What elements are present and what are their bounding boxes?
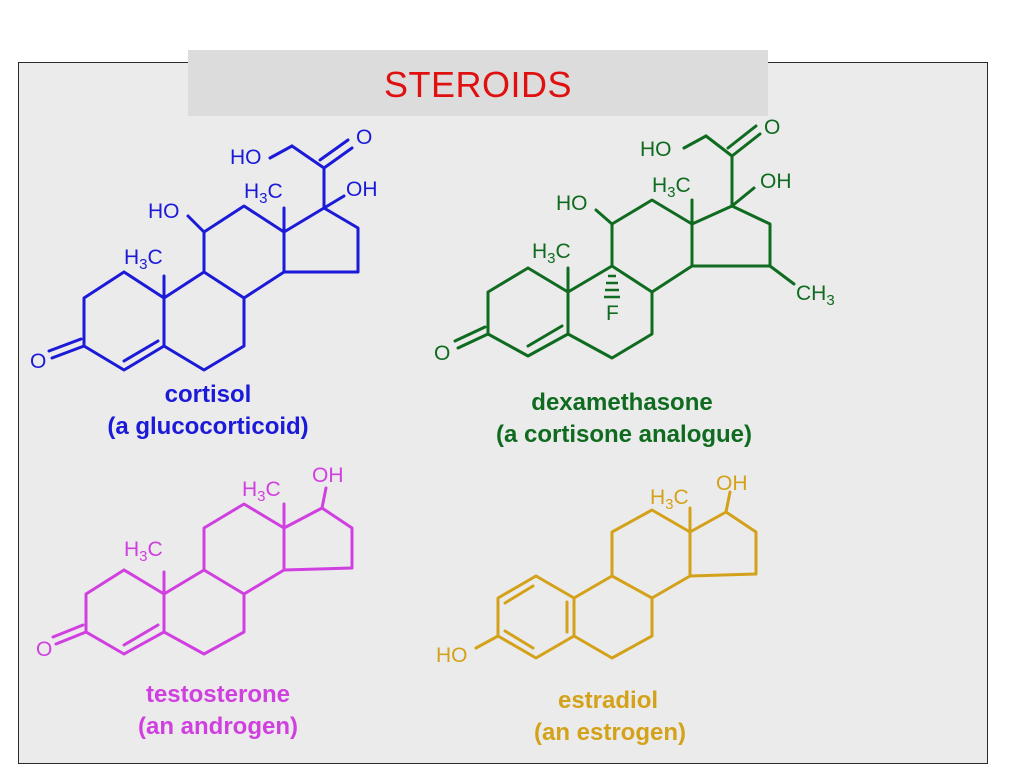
dexamethasone-name: dexamethasone [531,389,712,416]
cortisol-o-top: O [356,126,372,149]
slide-title: STEROIDS [383,64,573,105]
svg-text:CH3: CH3 [796,282,835,309]
cortisol-oh: OH [346,178,378,201]
testosterone-oh: OH [312,464,344,487]
dexamethasone-o-3: O [434,342,450,365]
dexamethasone-oh: OH [760,170,792,193]
dexamethasone-fluorine-bond [604,274,620,299]
content-panel [18,62,988,764]
cortisol-caption: cortisol (a glucocorticoid) [107,381,308,440]
dexamethasone-class: (a cortisone analogue) [496,421,752,448]
testosterone-labels: H3C OH H3C O [36,464,344,661]
cortisol-class: (a glucocorticoid) [107,413,308,440]
testosterone-o-3: O [36,638,52,661]
estradiol-name: estradiol [558,687,658,714]
estradiol-labels: H3C OH HO [436,472,748,667]
estradiol-ho-3: HO [436,644,468,667]
svg-text:H3C: H3C [124,246,163,273]
estradiol-caption: estradiol (an estrogen) [534,687,686,746]
estradiol-structure [474,490,758,660]
dexamethasone-structure [453,124,796,360]
svg-text:H3C: H3C [244,180,283,207]
svg-text:H3C: H3C [242,478,281,505]
cortisol-name: cortisol [165,381,252,408]
dexamethasone-f: F [606,302,619,325]
cortisol-ho-top: HO [230,146,262,169]
dexamethasone-ho-top: HO [640,138,672,161]
dexamethasone-caption: dexamethasone (a cortisone analogue) [496,389,752,448]
svg-text:H3C: H3C [124,538,163,565]
dexamethasone-labels: HO O H3C OH HO H3C F CH3 O [434,116,835,365]
cortisol-o-3: O [30,350,46,373]
testosterone-caption: testosterone (an androgen) [138,681,298,740]
cortisol-ho-11: HO [148,200,180,223]
svg-text:H3C: H3C [650,486,689,513]
cortisol-labels: HO O H3C OH HO H3C O [30,126,378,373]
cortisol-structure [47,138,360,372]
estradiol-class: (an estrogen) [534,719,686,746]
testosterone-name: testosterone [146,681,290,708]
estradiol-oh: OH [716,472,748,495]
svg-text:H3C: H3C [652,174,691,201]
svg-text:H3C: H3C [532,240,571,267]
testosterone-class: (an androgen) [138,713,298,740]
dexamethasone-ho-11: HO [556,192,588,215]
dexamethasone-o-top: O [764,116,780,139]
testosterone-structure [51,486,354,656]
title-bar: STEROIDS [188,50,768,116]
